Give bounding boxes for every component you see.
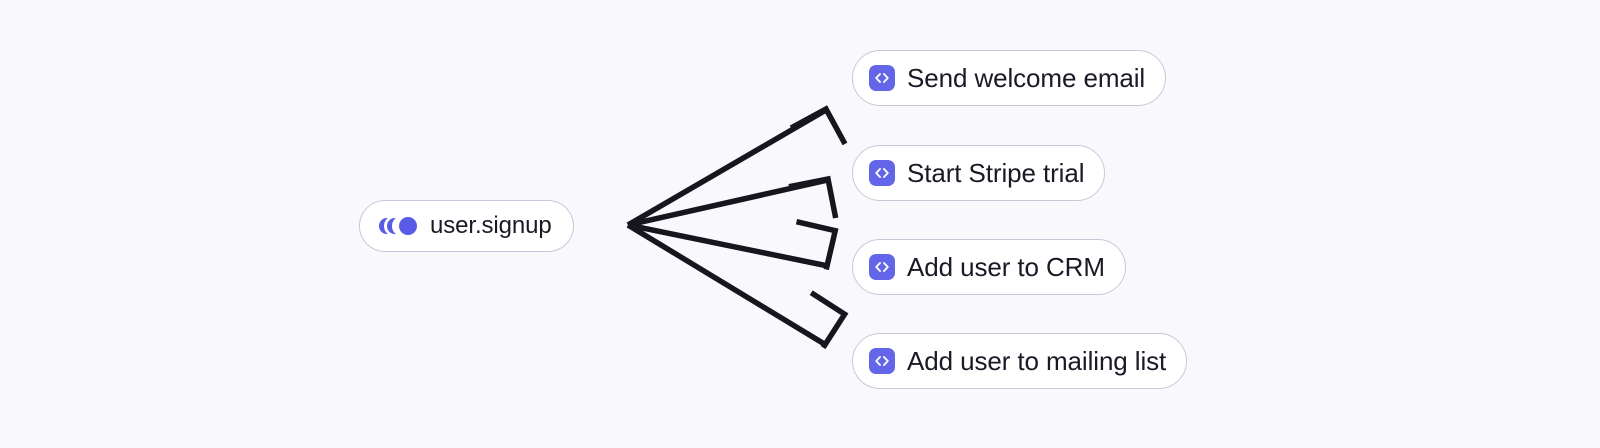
action-node-label: Add user to CRM <box>907 251 1105 282</box>
action-node-label: Start Stripe trial <box>907 157 1085 188</box>
motion-trail-icon <box>379 216 417 236</box>
code-brackets-icon <box>869 348 895 374</box>
action-node-label: Send welcome email <box>907 62 1146 93</box>
code-brackets-icon <box>869 160 895 186</box>
code-brackets-icon <box>869 254 895 280</box>
edge-to-add-user-to-crm <box>627 219 839 271</box>
edge-to-add-user-to-mailing-list <box>626 222 849 350</box>
action-node-start-stripe-trial[interactable]: Start Stripe trial <box>852 145 1106 201</box>
edge-to-start-stripe-trial <box>627 175 839 228</box>
event-node-user-signup[interactable]: user.signup <box>359 200 574 252</box>
code-brackets-icon <box>869 65 895 91</box>
action-node-label: Add user to mailing list <box>907 345 1167 376</box>
edge-to-send-welcome-email <box>626 105 848 228</box>
action-node-add-user-to-mailing-list[interactable]: Add user to mailing list <box>852 333 1188 389</box>
action-node-send-welcome-email[interactable]: Send welcome email <box>852 50 1167 106</box>
event-node-label: user.signup <box>430 212 552 239</box>
action-node-add-user-to-crm[interactable]: Add user to CRM <box>852 239 1126 295</box>
